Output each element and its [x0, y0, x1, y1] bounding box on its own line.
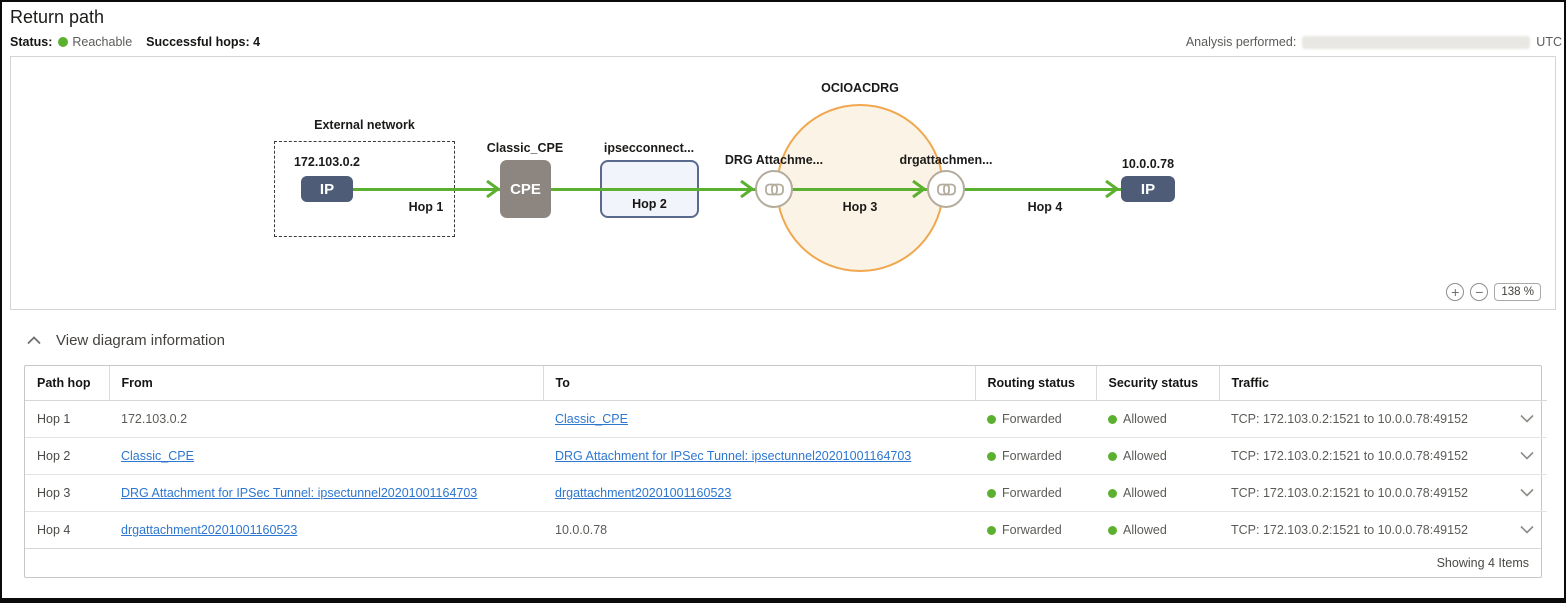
- traffic-cell: TCP: 172.103.0.2:1521 to 10.0.0.78:49152: [1219, 437, 1507, 475]
- from-link[interactable]: Classic_CPE: [121, 449, 194, 463]
- security-status-dot: [1108, 452, 1117, 461]
- traffic-cell: TCP: 172.103.0.2:1521 to 10.0.0.78:49152: [1231, 412, 1468, 426]
- chevron-down-icon: [1520, 525, 1534, 534]
- hop1-label: Hop 1: [408, 200, 444, 214]
- table-row: Hop 1 172.103.0.2 Classic_CPE Forwarded …: [25, 401, 1547, 438]
- chevron-down-icon: [1520, 414, 1534, 423]
- drg-group-label: OCIOACDRG: [821, 81, 899, 95]
- drg-attachment-out-label: drgattachmen...: [899, 153, 993, 167]
- path-diagram-canvas[interactable]: OCIOACDRG External network Hop 2 ipsecco…: [10, 56, 1556, 310]
- analysis-timestamp-redacted: [1302, 35, 1531, 49]
- table-row: Hop 2 Classic_CPE DRG Attachment for IPS…: [25, 437, 1548, 475]
- section-title: View diagram information: [56, 332, 225, 349]
- arrowhead-hop1-icon: [486, 180, 499, 198]
- routing-status: Forwarded: [1002, 486, 1062, 500]
- analysis-timezone: UTC: [1536, 35, 1562, 49]
- security-status: Allowed: [1123, 523, 1167, 537]
- cpe-label: Classic_CPE: [486, 141, 564, 155]
- security-status: Allowed: [1123, 486, 1167, 500]
- from-cell: 172.103.0.2: [121, 412, 188, 426]
- from-link[interactable]: drgattachment20201001160523: [121, 523, 298, 537]
- table-row: Hop 4 drgattachment20201001160523 10.0.0…: [25, 511, 1548, 548]
- drg-attachment-out-node[interactable]: [927, 170, 965, 208]
- col-to: To: [543, 366, 976, 401]
- traffic-cell: TCP: 172.103.0.2:1521 to 10.0.0.78:49152: [1219, 511, 1507, 548]
- destination-ip-node[interactable]: IP: [1121, 176, 1175, 202]
- source-ip-node[interactable]: IP: [301, 176, 353, 202]
- hop-cell: Hop 2: [25, 437, 109, 475]
- expand-row-button[interactable]: [1507, 437, 1548, 475]
- zoom-out-button[interactable]: −: [1470, 283, 1489, 301]
- ipsec-connection-label: ipsecconnect...: [603, 141, 695, 155]
- routing-status: Forwarded: [1002, 523, 1062, 537]
- to-link[interactable]: DRG Attachment for IPSec Tunnel: ipsectu…: [555, 449, 912, 463]
- zoom-level-field[interactable]: 138 %: [1494, 283, 1541, 301]
- hop-cell: Hop 4: [25, 511, 109, 548]
- expand-row-button[interactable]: [1507, 511, 1548, 548]
- status-bar: Status: Reachable Successful hops: 4 Ana…: [2, 28, 1564, 56]
- routing-status-dot: [987, 415, 996, 424]
- zoom-in-button[interactable]: +: [1446, 283, 1465, 301]
- to-link[interactable]: Classic_CPE: [555, 412, 628, 426]
- col-security-status: Security status: [1096, 366, 1220, 401]
- link-icon: [764, 183, 784, 195]
- successful-hops: Successful hops: 4: [146, 35, 261, 49]
- path-line: [351, 188, 1125, 191]
- col-traffic: Traffic: [1219, 366, 1548, 401]
- hop-cell: Hop 3: [25, 474, 109, 512]
- to-cell: 10.0.0.78: [543, 511, 975, 548]
- chevron-down-icon: [1520, 488, 1534, 497]
- to-link[interactable]: drgattachment20201001160523: [555, 486, 732, 500]
- source-ip-label: 172.103.0.2: [293, 155, 361, 169]
- link-icon: [936, 183, 956, 195]
- drg-attachment-in-label: DRG Attachme...: [724, 153, 824, 167]
- table-row: Hop 3 DRG Attachment for IPSec Tunnel: i…: [25, 474, 1548, 512]
- col-path-hop: Path hop: [25, 366, 110, 401]
- security-status: Allowed: [1123, 449, 1167, 463]
- from-link[interactable]: DRG Attachment for IPSec Tunnel: ipsectu…: [121, 486, 478, 500]
- status-value: Reachable: [72, 35, 133, 49]
- arrowhead-hop3-icon: [912, 180, 925, 198]
- table-header-row: Path hop From To Routing status Security…: [25, 366, 1548, 401]
- analysis-performed-label: Analysis performed:: [1185, 35, 1297, 49]
- routing-status: Forwarded: [1002, 412, 1062, 426]
- expand-row-button[interactable]: [1507, 474, 1548, 512]
- path-hops-table: Path hop From To Routing status Security…: [24, 365, 1548, 578]
- minus-icon: −: [1475, 283, 1484, 300]
- view-diagram-information-toggle[interactable]: View diagram information: [27, 332, 1564, 349]
- plus-icon: +: [1451, 283, 1460, 300]
- hop2-label: Hop 2: [632, 197, 667, 211]
- security-status-dot: [1108, 415, 1117, 424]
- hop4-label: Hop 4: [1027, 200, 1063, 214]
- col-routing-status: Routing status: [975, 366, 1097, 401]
- routing-status-dot: [987, 526, 996, 535]
- status-label: Status:: [10, 35, 53, 49]
- external-network-label: External network: [314, 118, 415, 132]
- page-title: Return path: [10, 7, 105, 27]
- routing-status-dot: [987, 489, 996, 498]
- chevron-down-icon: [1520, 451, 1534, 460]
- table-item-count: Showing 4 Items: [25, 548, 1541, 577]
- col-from: From: [109, 366, 544, 401]
- hop-cell: Hop 1: [37, 412, 71, 426]
- routing-status: Forwarded: [1002, 449, 1062, 463]
- expand-row-button[interactable]: [1507, 401, 1547, 438]
- routing-status-dot: [987, 452, 996, 461]
- security-status-dot: [1108, 489, 1117, 498]
- diagram-zoom-controls: + − 138 %: [1446, 283, 1541, 301]
- hop3-label: Hop 3: [842, 200, 878, 214]
- security-status: Allowed: [1123, 412, 1167, 426]
- reachable-status-dot: [58, 37, 69, 47]
- arrowhead-hop4-icon: [1105, 180, 1118, 198]
- drg-attachment-in-node[interactable]: [755, 170, 793, 208]
- security-status-dot: [1108, 526, 1117, 535]
- destination-ip-label: 10.0.0.78: [1121, 157, 1175, 171]
- cpe-node[interactable]: CPE: [500, 160, 551, 218]
- arrowhead-hop2-icon: [740, 180, 753, 198]
- traffic-cell: TCP: 172.103.0.2:1521 to 10.0.0.78:49152: [1219, 474, 1507, 512]
- chevron-up-icon[interactable]: [27, 336, 41, 345]
